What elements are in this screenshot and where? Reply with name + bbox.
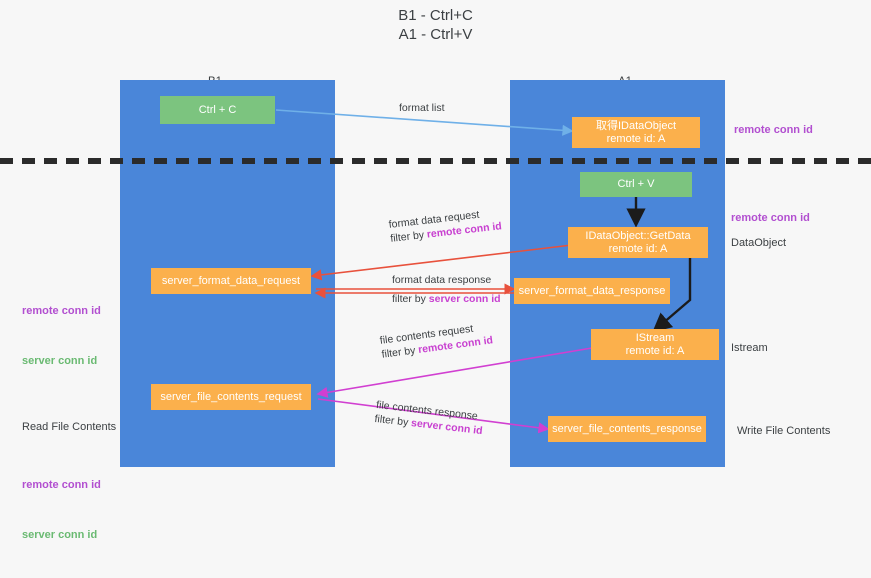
annotation-left-mid-remote-conn-id: remote conn id [22,305,101,317]
node-ctrl-v-label: Ctrl + V [617,178,655,190]
annotation-left-bottom-remote-conn-id: remote conn id [22,479,101,491]
node-idataobject[interactable]: 取得IDataObject remote id: A [572,117,700,148]
annotation-left-mid-server-conn-id: server conn id [22,355,98,367]
edge-label-format-data-response-prefix: filter by [392,293,429,305]
page-title: B1 - Ctrl+C A1 - Ctrl+V [398,7,473,43]
edge-label-file-contents-request-prefix: filter by [380,344,419,361]
annotation-left-mid-conn-ids: remote conn id server conn id [22,268,101,404]
node-server-file-contents-request[interactable]: server_file_contents_request [151,384,311,410]
diagram-canvas: B1 - Ctrl+C A1 - Ctrl+V B1 connection A1… [0,7,871,541]
edge-label-file-contents-response-prefix: filter by [373,412,412,429]
node-getdata-line2: remote id: A [608,242,668,255]
node-server-format-data-response[interactable]: server_format_data_response [514,278,670,304]
node-idataobject-line2: remote id: A [606,132,666,145]
edge-label-file-contents-request: file contents request filter by remote c… [379,319,494,361]
node-istream[interactable]: IStream remote id: A [591,329,719,360]
node-idataobject-getdata[interactable]: IDataObject::GetData remote id: A [568,227,708,258]
edge-label-format-data-response-keyword: server conn id [428,293,501,305]
node-idataobject-line1: 取得IDataObject [595,119,677,132]
node-server-file-contents-request-label: server_file_contents_request [160,390,302,403]
annotation-left-read-file-contents-group: Read File Contents remote conn id server… [22,384,116,578]
edge-label-file-contents-response: file contents response filter by server … [374,398,485,438]
annotation-right-top-remote-conn-id: remote conn id [734,124,813,136]
node-istream-line1: IStream [635,331,675,344]
annotation-right-dataobject: DataObject [731,237,787,249]
node-server-format-data-response-label: server_format_data_response [518,284,666,297]
node-ctrl-c[interactable]: Ctrl + C [160,96,275,124]
annotation-right-write-file-contents: Write File Contents [737,425,831,437]
node-istream-line2: remote id: A [625,344,685,357]
annotation-left-read-file-contents: Read File Contents [22,421,117,433]
node-server-file-contents-response[interactable]: server_file_contents_response [548,416,706,442]
annotation-right-istream: Istream [731,342,768,354]
edge-label-format-data-request: format data request filter by remote con… [388,205,502,246]
node-server-format-data-request[interactable]: server_format_data_request [151,268,311,294]
annotation-left-bottom-server-conn-id: server conn id [22,529,98,541]
edge-label-format-data-response-line1: format data response [392,274,492,286]
node-ctrl-c-label: Ctrl + C [198,103,237,116]
node-server-file-contents-response-label: server_file_contents_response [552,422,702,435]
annotation-right-mid-remote-conn-id: remote conn id [731,212,810,224]
edge-label-format-data-request-prefix: filter by [389,228,428,245]
edge-label-format-data-response: format data response filter by server co… [392,273,501,306]
node-getdata-line1: IDataObject::GetData [585,229,691,242]
node-ctrl-v[interactable]: Ctrl + V [580,172,692,197]
edge-label-format-list: format list [399,101,445,115]
node-server-format-data-request-label: server_format_data_request [161,274,301,287]
edge-label-format-list-text: format list [399,102,445,114]
